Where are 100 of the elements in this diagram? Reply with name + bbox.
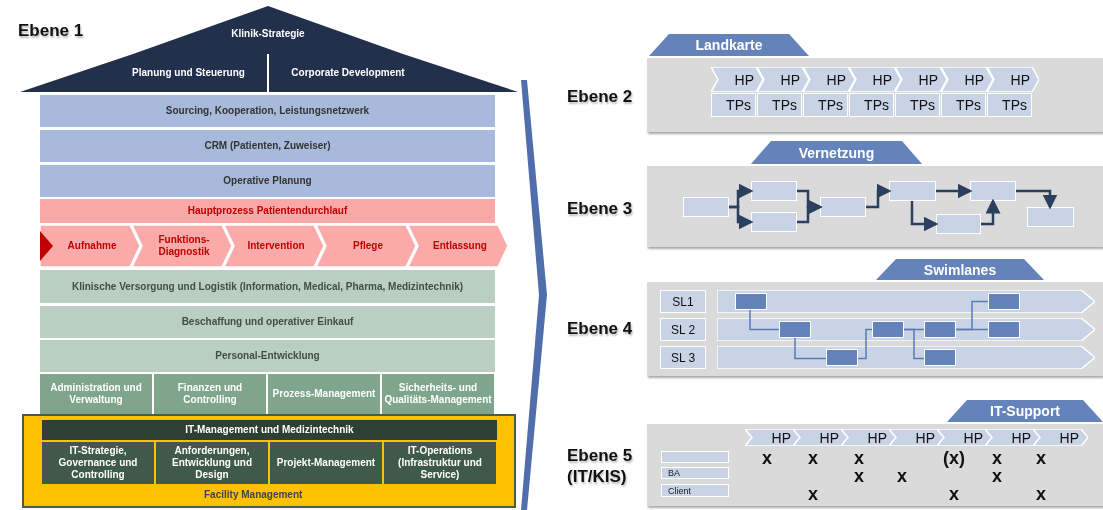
process-box (779, 321, 811, 338)
cross-mark: x (854, 466, 864, 486)
process-box (1027, 207, 1074, 227)
arrow (866, 183, 892, 209)
cross-mark: (x) (943, 448, 965, 468)
cross-mark: x (854, 448, 864, 468)
process-box (970, 181, 1016, 201)
cross-mark: x (762, 448, 772, 468)
subprocess-box: TPs (987, 93, 1032, 117)
panel-tab: Swimlanes (876, 259, 1044, 280)
area-box: Prozess-Management (268, 374, 380, 414)
panel-tab: IT-Support (947, 400, 1103, 422)
main-process-step: HP (711, 67, 763, 92)
arrow (910, 201, 939, 232)
layer-bar: Klinische Versorgung und Logistik (Information, Medical, Pharma, Medizintechnik) (40, 270, 495, 303)
roof-section: Corporate Development (268, 54, 518, 92)
main-process-step: HP (895, 67, 947, 92)
level-panel (647, 141, 1103, 247)
swimlane-bar (717, 346, 1095, 369)
process-step: Aufnahme (40, 225, 140, 267)
area-box: Finanzen und Controlling (154, 374, 266, 414)
lane-label-box: SL1 (660, 290, 706, 313)
area-box: IT-Operations (Infrastruktur und Service) (384, 442, 496, 484)
arrow (797, 199, 823, 224)
level-panel (647, 259, 1103, 376)
process-box (826, 349, 858, 366)
process-step: Intervention (224, 225, 324, 267)
level-label: Ebene 3 (567, 198, 634, 219)
subprocess-box: TPs (849, 93, 894, 117)
area-box: Administration und Verwaltung (40, 374, 152, 414)
layer-bar: CRM (Patienten, Zuweiser) (40, 130, 495, 162)
process-box (735, 293, 767, 310)
connector-line (955, 328, 989, 331)
area-box: Anforderungen, Entwicklung und Design (156, 442, 268, 484)
main-process-step: HP (941, 67, 993, 92)
process-box (661, 451, 729, 463)
cross-mark: x (992, 466, 1002, 486)
connector-line (749, 309, 780, 331)
process-box (936, 214, 981, 234)
main-process-step: HP (757, 67, 809, 92)
system-label-box: Client (661, 484, 729, 497)
level-label: Ebene 4 (567, 318, 634, 339)
process-box (889, 181, 936, 201)
area-box: Sicherheits- und Qualitäts-Management (382, 374, 494, 414)
main-process-step: HP (987, 67, 1039, 92)
cross-mark: x (1036, 448, 1046, 468)
panel-tab: Landkarte (649, 34, 809, 56)
subprocess-box: TPs (711, 93, 756, 117)
subprocess-box: TPs (757, 93, 802, 117)
cross-mark: x (808, 484, 818, 504)
process-step: Entlassung (408, 225, 508, 267)
swimlane-bar (717, 290, 1095, 313)
layer-bar: Hauptprozess Patientendurchlauf (40, 199, 495, 223)
frame-label: Facility Management (204, 489, 303, 500)
cross-mark: x (949, 484, 959, 504)
subprocess-box: TPs (941, 93, 986, 117)
roof-section: Planung und Steuerung (20, 54, 267, 92)
main-process-step: HP (849, 67, 901, 92)
main-process-step: HP (803, 67, 855, 92)
process-box (924, 321, 956, 338)
cross-mark: x (897, 466, 907, 486)
process-step: Pflege (316, 225, 416, 267)
area-box: Projekt-Management (270, 442, 382, 484)
layer-bar: Sourcing, Kooperation, Leistungsnetzwerk (40, 95, 495, 127)
process-box (683, 197, 729, 217)
layer-bar: Beschaffung und operativer Einkauf (40, 306, 495, 338)
arrow (936, 183, 973, 199)
process-box (751, 212, 797, 232)
connector-line (857, 328, 873, 360)
arrow (729, 205, 754, 230)
subprocess-box: TPs (895, 93, 940, 117)
foundation-frame (22, 414, 516, 508)
panel-tab: Vernetzung (751, 141, 922, 164)
cross-mark: x (1036, 484, 1046, 504)
level-label: Ebene 1 (18, 20, 85, 41)
process-box (988, 321, 1020, 338)
cross-mark: x (992, 448, 1002, 468)
lane-label-box: SL 3 (660, 346, 706, 369)
connector-line (903, 328, 925, 360)
arrow (1016, 189, 1058, 210)
system-label-box: BA (661, 467, 729, 479)
process-box (872, 321, 904, 338)
area-box: IT-Strategie, Governance und Controlling (42, 442, 154, 484)
level-label: Ebene 2 (567, 86, 634, 107)
level-label: Ebene 5 (IT/KIS) (567, 445, 634, 487)
process-box (924, 349, 956, 366)
level-panel (647, 400, 1103, 506)
layer-bar: IT-Management und Medizintechnik (42, 420, 497, 440)
arrow (981, 198, 1001, 226)
subprocess-box: TPs (803, 93, 848, 117)
cross-mark: x (808, 448, 818, 468)
process-step: Funktions-Diagnostik (132, 225, 232, 267)
main-process-step: HP (1033, 429, 1088, 446)
lane-label-box: SL 2 (660, 318, 706, 341)
process-box (988, 293, 1020, 310)
roof-section: Klinik-Strategie (133, 6, 403, 54)
layer-bar: Operative Planung (40, 165, 495, 197)
level-panel (647, 34, 1103, 132)
process-box (751, 181, 797, 201)
connector-line (794, 337, 827, 360)
